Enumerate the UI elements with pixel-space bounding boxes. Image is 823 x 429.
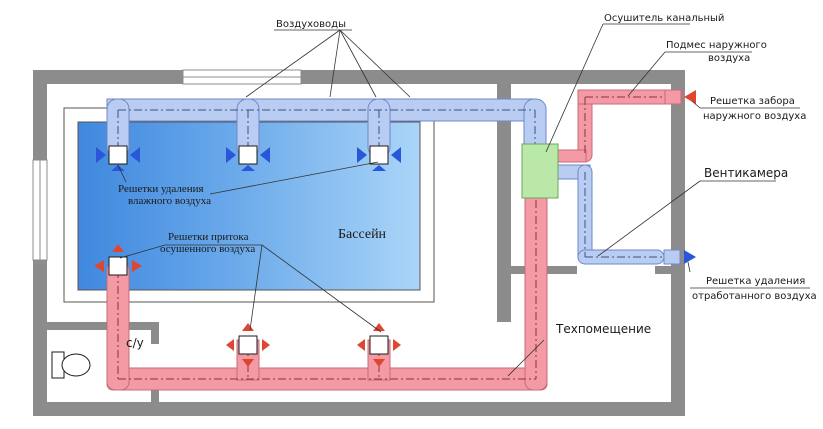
- ducts-label: Воздуховоды: [276, 19, 346, 30]
- supply-grille-floor-1: [226, 323, 270, 367]
- outdoor-intake-grille: [664, 89, 696, 105]
- dryer-label: Осушитель канальный: [604, 13, 724, 24]
- extract-grille-1: [96, 145, 140, 171]
- intake-grille-label-line1: Решетка забора: [710, 96, 795, 107]
- extract-duct-centerline: [117, 109, 664, 258]
- exhaust-grille-label-line2: отработанного воздуха: [692, 291, 817, 302]
- supply-grille-pool: [94, 244, 142, 276]
- supply-grilles-label-line1: Решетки притока: [168, 231, 249, 243]
- removal-grilles-label-line1: Решетки удаления: [118, 183, 204, 195]
- duct-dryer-unit: [521, 143, 559, 199]
- extract-grille-2: [226, 145, 270, 171]
- outdoor-feed-label-line1: Подмес наружного: [666, 40, 767, 51]
- vent-chamber-label: Вентикамера: [704, 166, 788, 180]
- extract-grille-3: [357, 145, 401, 171]
- window-left: [32, 159, 48, 261]
- supply-grilles-label-line2: осушенного воздуха: [160, 243, 255, 255]
- exhaust-grille: [663, 249, 696, 265]
- leader-lines: [117, 23, 810, 377]
- pool-label: Бассейн: [338, 227, 387, 242]
- intake-grille-label-line2: наружного воздуха: [703, 111, 806, 122]
- removal-grilles-label-line2: влажного воздуха: [128, 195, 211, 207]
- toilet-icon: [51, 351, 91, 379]
- outdoor-feed-label-line2: воздуха: [708, 53, 750, 64]
- wc-label: с/у: [126, 336, 144, 350]
- window-top: [182, 69, 302, 85]
- exhaust-grille-label-line1: Решетка удаления: [706, 276, 805, 287]
- supply-grille-floor-2: [357, 323, 401, 367]
- tech-room-label: Техпомещение: [555, 322, 651, 336]
